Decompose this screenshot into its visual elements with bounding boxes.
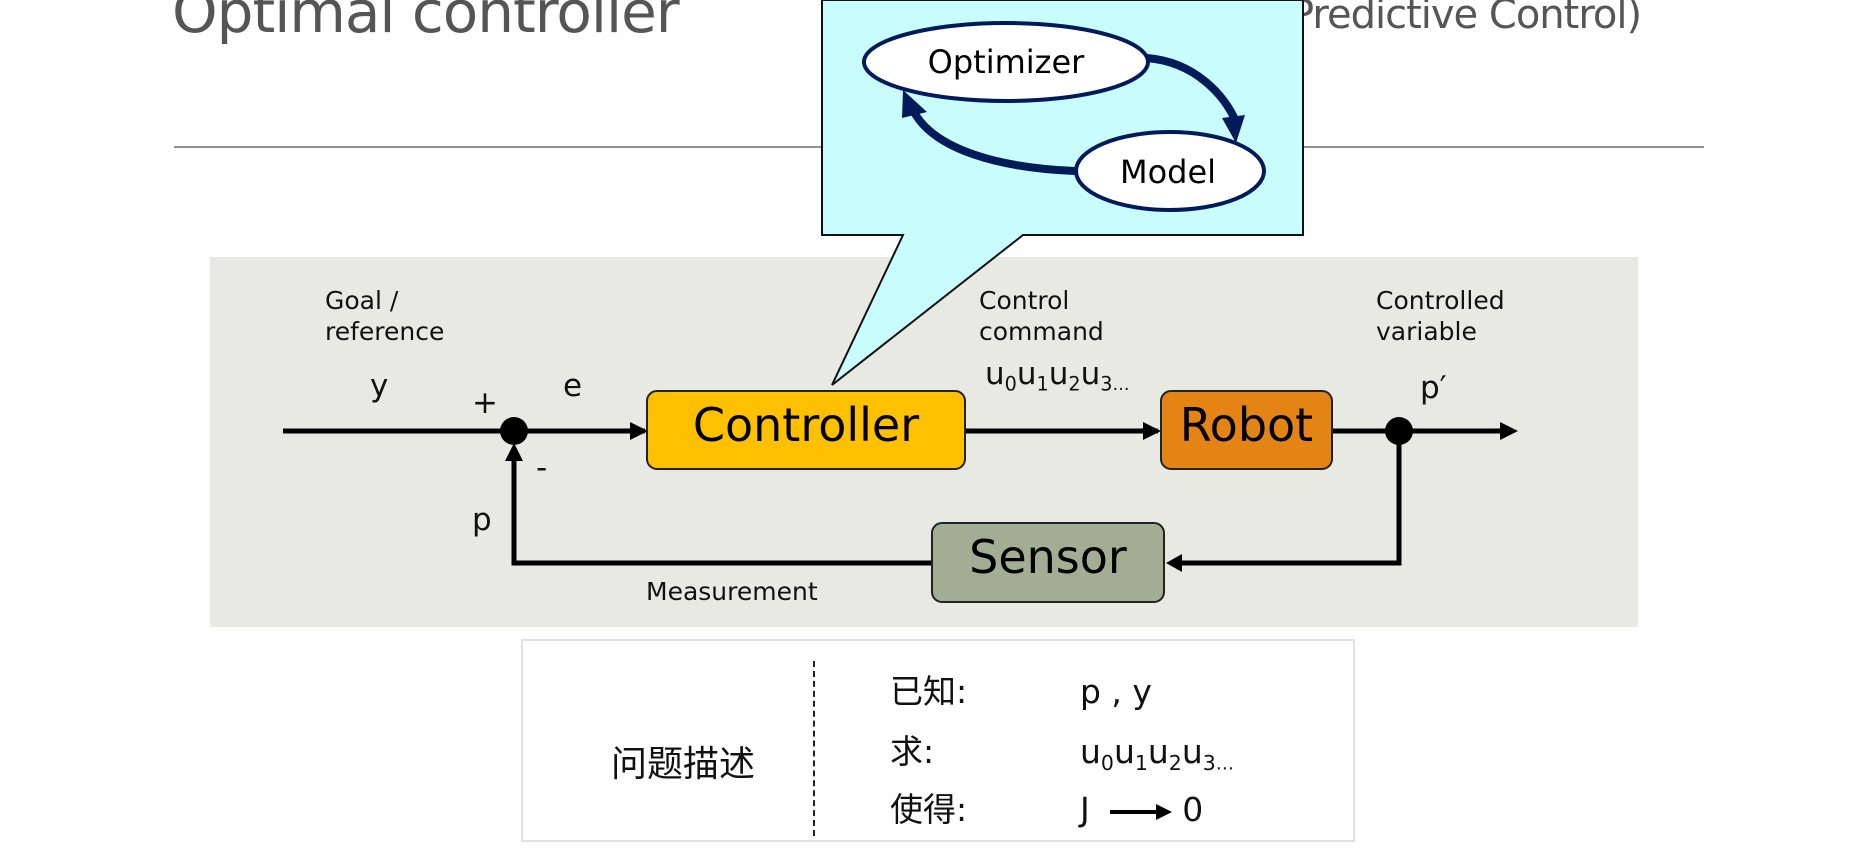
sensor-block: Sensor [969,530,1127,584]
p-label: p [472,502,492,538]
known-value: p , y [1080,672,1152,711]
solve-key: 求: [890,732,935,771]
goal-label-line1: Goal / [325,286,399,315]
branch-point [1385,417,1413,445]
error-arrowhead [630,422,648,440]
goal-label-line2: reference [325,317,445,346]
optimizer-label: Optimizer [928,43,1085,81]
model-to-optimizer-arrowhead [902,90,927,118]
robot-block: Robot [1179,398,1314,452]
e-label: e [563,368,583,404]
solve-value: u0u1u2u3… [1080,732,1234,776]
u2: u2 [1048,356,1081,396]
optimizer-to-model-arrowhead [1222,115,1245,143]
u1: u1 [1016,356,1049,396]
controller-block: Controller [692,398,920,452]
ellipsis: … [1112,374,1130,395]
p-prime-label: p′ [1420,370,1447,406]
y-label: y [370,368,389,404]
minus-sign: - [536,450,548,486]
such-that-key: 使得: [890,790,968,829]
u-sequence-label: u0u1u2u3… [985,356,1130,396]
sensor-block-shape [931,522,1165,603]
control-arrowhead [1143,422,1161,440]
slide-title: Optimal controller [172,0,680,46]
feedback-to-sensor-line [1180,431,1402,566]
known-key: 已知: [890,672,968,711]
controlled-variable-line2: variable [1376,317,1477,346]
target-zero: 0 [1182,790,1204,829]
controlled-variable-line1: Controlled [1376,286,1505,315]
control-command-label: Control command [979,285,1104,347]
measurement-arrowhead [505,443,523,461]
u3: u3 [1080,356,1113,396]
slide-title-suffix: Predictive Control) [1290,0,1642,38]
problem-description-box: 问题描述 已知: p , y 求: u0u1u2u3… 使得: J 0 [521,639,1355,842]
summing-junction [500,417,528,445]
measurement-line [511,455,932,566]
optimizer-to-model-arrow [1146,54,1241,126]
problem-heading: 问题描述 [611,744,756,785]
control-command-line1: Control [979,286,1070,315]
such-that-row: 使得: J 0 [890,783,1203,831]
known-row: 已知: p , y [890,665,1152,713]
model-node [1074,130,1266,212]
robot-block-shape [1160,390,1333,470]
right-arrow-icon [1110,803,1173,820]
sensor-input-arrowhead [1166,554,1182,572]
dashed-divider [813,661,815,836]
solve-row: 求: u0u1u2u3… [890,725,1234,775]
control-command-line2: command [979,317,1104,346]
model-to-optimizer-arrow [910,109,1076,175]
u0: u0 [985,356,1017,396]
plus-sign: + [472,385,498,421]
cost-j: J [1080,790,1090,829]
controlled-variable-label: Controlled variable [1376,285,1505,347]
measurement-label: Measurement [646,577,818,606]
model-label: Model [1120,153,1216,191]
output-arrowhead [1500,422,1518,440]
controller-block-shape [646,390,966,470]
goal-label: Goal / reference [325,285,444,347]
optimizer-node [862,21,1150,103]
